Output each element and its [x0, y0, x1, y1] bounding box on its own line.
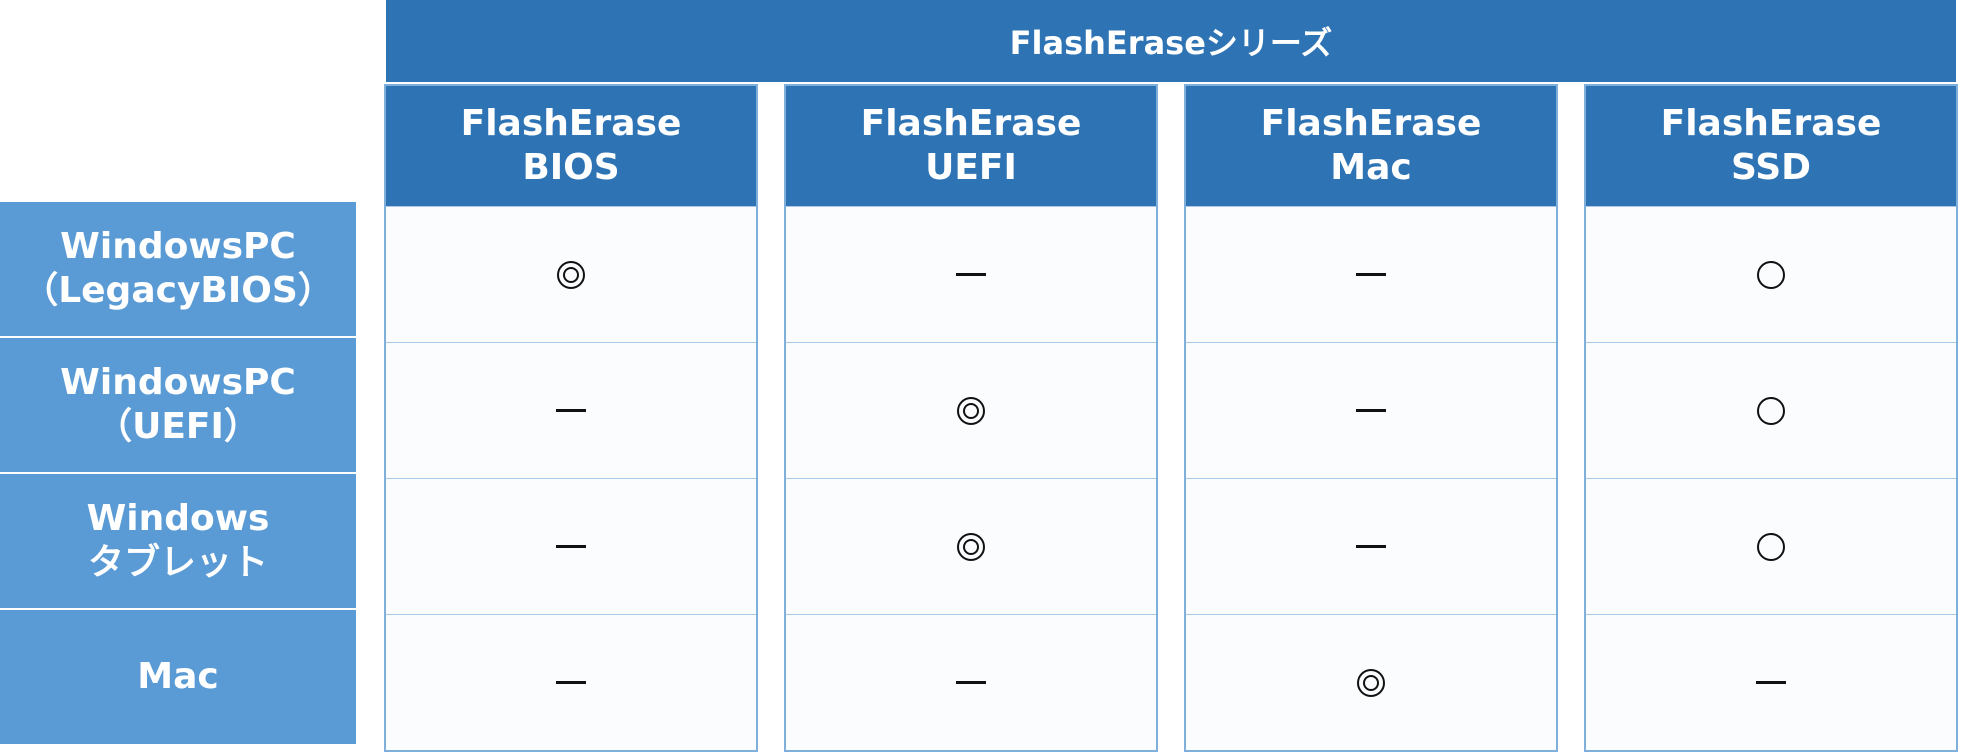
- column-header-line1: FlashErase: [1260, 103, 1482, 144]
- compat-mark-shape: [1356, 273, 1386, 276]
- compat-mark-shape: [1757, 532, 1785, 561]
- row-label-line2: タブレット: [87, 542, 268, 583]
- compat-mark-shape: [1757, 396, 1785, 425]
- compat-mark-shape: [556, 681, 586, 684]
- series-header: FlashEraseシリーズ: [386, 0, 1956, 82]
- column-header-line2: SSD: [1730, 147, 1812, 188]
- column-header-line2: Mac: [1330, 147, 1412, 188]
- column-flasherase-mac: FlashErase Mac ー ー ー ◎: [1184, 84, 1558, 752]
- column-header: FlashErase UEFI: [786, 86, 1156, 206]
- cell: ー: [386, 342, 756, 478]
- compat-mark-shape: [1356, 545, 1386, 548]
- series-title: FlashEraseシリーズ: [1009, 24, 1333, 62]
- row-label-line1: WindowsPC: [60, 226, 296, 267]
- cell: ◎: [386, 206, 756, 342]
- cell: ○: [1586, 478, 1956, 614]
- row-label-windowspc-legacybios: WindowsPC （LegacyBIOS）: [0, 202, 356, 336]
- column-header: FlashErase SSD: [1586, 86, 1956, 206]
- row-label-line1: Mac: [137, 656, 219, 697]
- cell: ○: [1586, 206, 1956, 342]
- row-label-line2: （LegacyBIOS）: [22, 270, 334, 311]
- row-label-windows-tablet: Windows タブレット: [0, 474, 356, 608]
- cell: ー: [1186, 342, 1556, 478]
- column-header-line2: UEFI: [925, 147, 1017, 188]
- cell: ー: [786, 206, 1156, 342]
- compat-mark-shape: [1357, 668, 1385, 697]
- row-label-windowspc-uefi: WindowsPC （UEFI）: [0, 338, 356, 472]
- cell: ◎: [786, 478, 1156, 614]
- compat-mark-shape: [957, 532, 985, 561]
- compat-mark-shape: [1757, 260, 1785, 289]
- cell: ー: [1586, 614, 1956, 750]
- column-flasherase-ssd: FlashErase SSD ○ ○ ○ ー: [1584, 84, 1958, 752]
- column-header-line1: FlashErase: [860, 103, 1082, 144]
- row-label-mac: Mac: [0, 610, 356, 744]
- cell: ー: [386, 614, 756, 750]
- cell: ー: [386, 478, 756, 614]
- compat-mark-shape: [1756, 681, 1786, 684]
- column-header-line1: FlashErase: [460, 103, 682, 144]
- cell: ー: [1186, 478, 1556, 614]
- compat-mark-shape: [957, 396, 985, 425]
- column-header: FlashErase Mac: [1186, 86, 1556, 206]
- column-header-line1: FlashErase: [1660, 103, 1882, 144]
- compat-mark-shape: [1356, 409, 1386, 412]
- compat-mark-shape: [556, 409, 586, 412]
- cell: ー: [786, 614, 1156, 750]
- cell: ◎: [786, 342, 1156, 478]
- cell: ○: [1586, 342, 1956, 478]
- column-flasherase-uefi: FlashErase UEFI ー ◎ ◎ ー: [784, 84, 1158, 752]
- row-label-line2: （UEFI）: [96, 406, 260, 447]
- cell: ー: [1186, 206, 1556, 342]
- row-label-line1: Windows: [86, 498, 270, 539]
- compat-mark-shape: [956, 681, 986, 684]
- column-header-line2: BIOS: [522, 147, 620, 188]
- compat-mark-shape: [557, 260, 585, 289]
- column-flasherase-bios: FlashErase BIOS ◎ ー ー ー: [384, 84, 758, 752]
- compat-mark-shape: [556, 545, 586, 548]
- row-label-line1: WindowsPC: [60, 362, 296, 403]
- column-header: FlashErase BIOS: [386, 86, 756, 206]
- row-labels: WindowsPC （LegacyBIOS） WindowsPC （UEFI） …: [0, 202, 356, 746]
- cell: ◎: [1186, 614, 1556, 750]
- compat-mark-shape: [956, 273, 986, 276]
